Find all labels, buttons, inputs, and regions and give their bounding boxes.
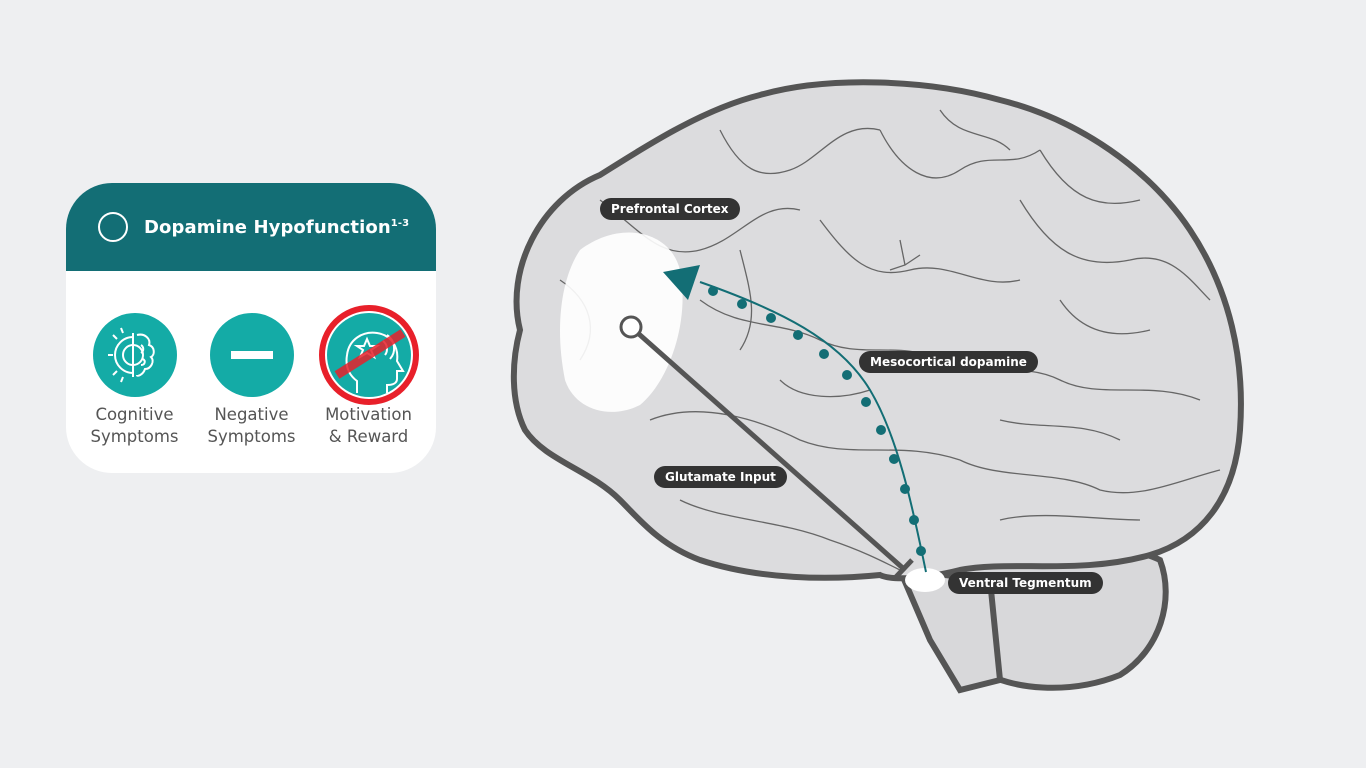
item-label-line2: Symptoms xyxy=(90,427,179,446)
item-label-line2: & Reward xyxy=(328,427,409,446)
ventral-tegmentum-highlight xyxy=(905,568,945,592)
arrowhead-icon xyxy=(663,265,700,300)
item-label-line1: Negative xyxy=(214,405,289,424)
panel-title: Dopamine Hypofunction1-3 xyxy=(144,217,409,238)
title-superscript: 1-3 xyxy=(390,217,410,229)
gear-brain-icon xyxy=(92,313,177,397)
glutamate-input-line xyxy=(629,325,907,572)
item-label-line1: Motivation xyxy=(325,405,412,424)
panel-title-text: Dopamine Hypofunction xyxy=(144,216,391,238)
minus-icon xyxy=(209,313,294,397)
label-mesocortical-dopamine: Mesocortical dopamine xyxy=(859,351,1038,373)
label-ventral-tegmentum: Ventral Tegmentum xyxy=(948,572,1103,594)
circle-icon xyxy=(98,212,128,242)
head-star-prohibited-icon xyxy=(318,305,419,405)
dopamine-path-dots xyxy=(708,286,926,556)
label-prefrontal-cortex: Prefrontal Cortex xyxy=(600,198,740,220)
motivation-reward-item: Motivation & Reward xyxy=(310,305,427,448)
label-glutamate-input: Glutamate Input xyxy=(654,466,787,488)
glutamate-origin-marker xyxy=(619,315,643,339)
item-label-line1: Cognitive xyxy=(95,405,174,424)
panel-header: Dopamine Hypofunction1-3 xyxy=(66,183,436,271)
item-label-line2: Symptoms xyxy=(207,427,296,446)
